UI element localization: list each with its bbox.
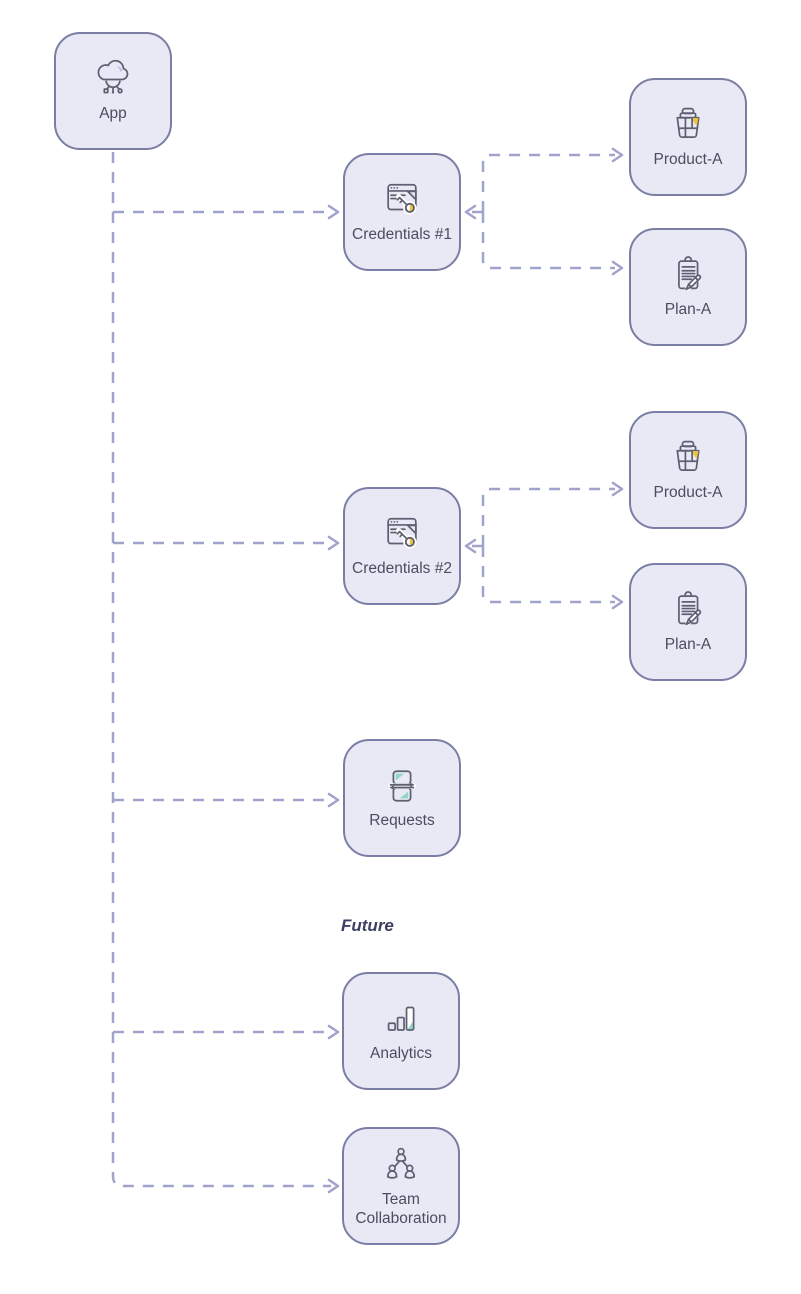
- shopping-basket-icon: [665, 437, 711, 479]
- edge-app-trunk: [111, 152, 331, 1188]
- node-label: App: [99, 105, 127, 123]
- arrowhead-icon: [327, 535, 340, 551]
- arrowhead-icon: [464, 204, 477, 220]
- edge-credentials-1-plan-a: [481, 212, 615, 270]
- arrowhead-icon: [611, 147, 624, 163]
- arrowhead-icon: [611, 481, 624, 497]
- arrowhead-icon: [327, 1024, 340, 1040]
- edge-credentials-1-product-a: [481, 153, 615, 212]
- node-analytics[interactable]: Analytics: [342, 972, 460, 1090]
- node-credentials-2[interactable]: Credentials #2: [343, 487, 461, 605]
- node-credentials-1[interactable]: Credentials #1: [343, 153, 461, 271]
- node-label: Analytics: [369, 1045, 433, 1063]
- node-plan-a-2[interactable]: Plan-A: [629, 563, 747, 681]
- clipboard-pencil-icon: [665, 254, 711, 296]
- edge-credentials-2-product-a: [481, 487, 615, 546]
- arrowhead-icon: [611, 594, 624, 610]
- node-label: Product-A: [653, 151, 723, 169]
- sync-requests-icon: [379, 765, 425, 807]
- bar-chart-icon: [378, 998, 424, 1040]
- node-plan-a-1[interactable]: Plan-A: [629, 228, 747, 346]
- node-label: Credentials #1: [352, 226, 452, 244]
- future-annotation: Future: [341, 916, 394, 935]
- browser-key-icon: [379, 179, 425, 221]
- arrowhead-icon: [327, 792, 340, 808]
- node-app[interactable]: App: [54, 32, 172, 150]
- node-label: Plan-A: [664, 636, 712, 654]
- browser-key-icon: [379, 513, 425, 555]
- arrowhead-icon: [611, 260, 624, 276]
- node-team-collaboration[interactable]: Team Collaboration: [342, 1127, 460, 1245]
- node-product-a-2[interactable]: Product-A: [629, 411, 747, 529]
- node-label: Credentials #2: [352, 560, 452, 578]
- node-label: Plan-A: [664, 301, 712, 319]
- node-requests[interactable]: Requests: [343, 739, 461, 857]
- shopping-basket-icon: [665, 104, 711, 146]
- cloud-settings-icon: [90, 58, 136, 100]
- clipboard-pencil-icon: [665, 589, 711, 631]
- node-label: Product-A: [653, 484, 723, 502]
- arrowhead-icon: [327, 1178, 340, 1194]
- node-label: Requests: [369, 812, 435, 830]
- node-product-a-1[interactable]: Product-A: [629, 78, 747, 196]
- team-collaboration-icon: [378, 1144, 424, 1186]
- edge-credentials-2-plan-a: [481, 546, 615, 604]
- arrowhead-icon: [464, 538, 477, 554]
- node-label: Team Collaboration: [355, 1190, 447, 1227]
- arrowhead-icon: [327, 204, 340, 220]
